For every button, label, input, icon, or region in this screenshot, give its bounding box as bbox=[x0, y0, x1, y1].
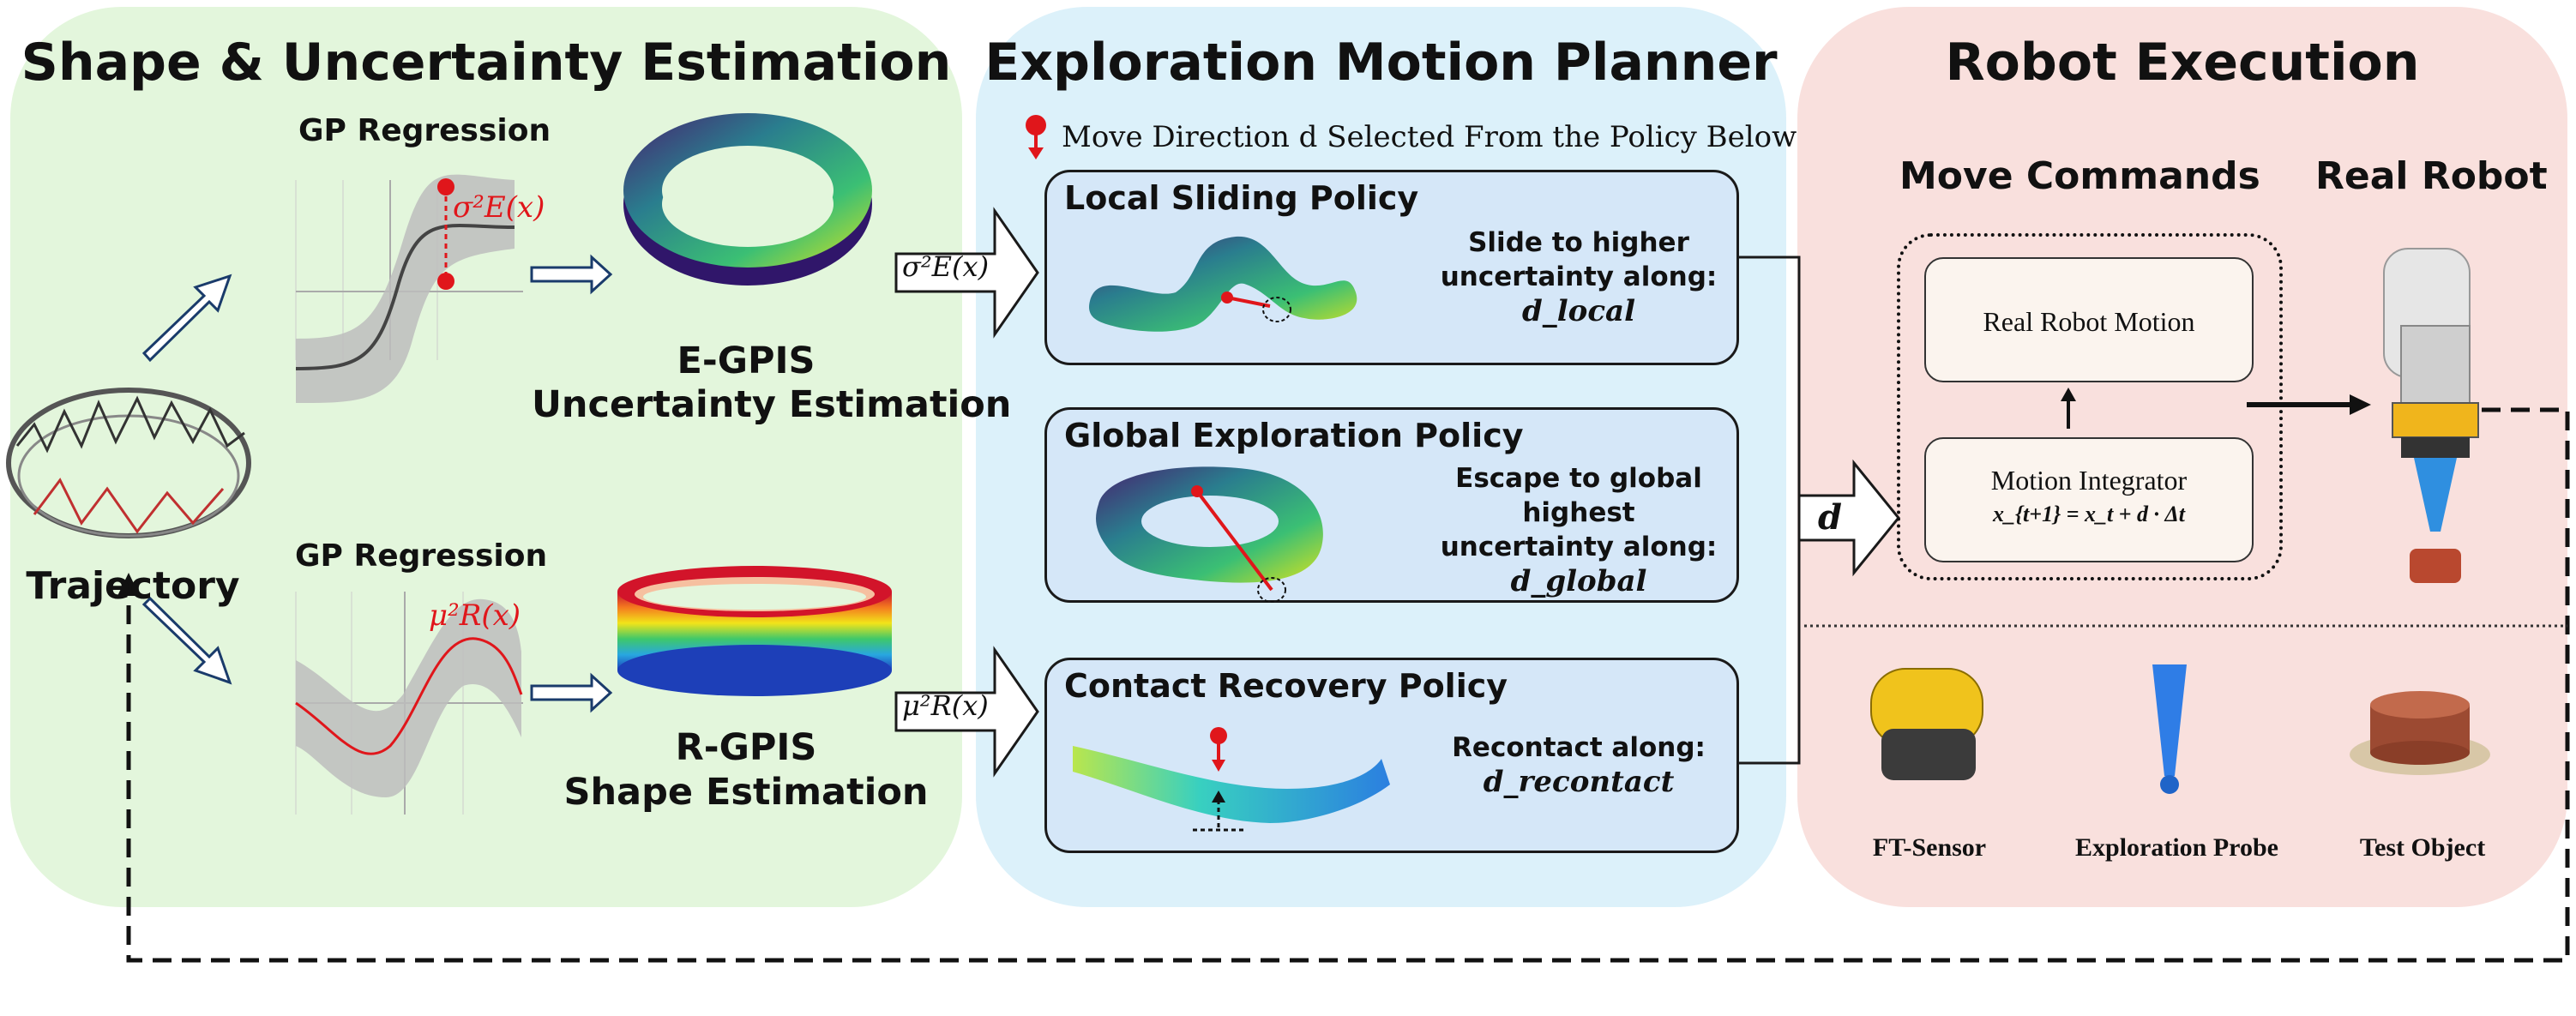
gp-regression-top-label: GP Regression bbox=[298, 113, 551, 148]
sigma-e-label: σ²E(x) bbox=[453, 190, 545, 225]
test-object-caption: Test Object bbox=[2359, 833, 2486, 862]
planner-panel-title: Exploration Motion Planner bbox=[984, 33, 1778, 93]
robot-panel-title: Robot Execution bbox=[1945, 33, 2420, 93]
exploration-probe-caption: Exploration Probe bbox=[2075, 833, 2278, 862]
mu-input-label: μ²R(x) bbox=[902, 689, 989, 722]
egpis-uncertainty-ring bbox=[623, 113, 872, 286]
d-recontact-var: d_recontact bbox=[1483, 765, 1675, 799]
gp-regression-top-plot bbox=[295, 174, 523, 403]
local-sliding-surface bbox=[1089, 236, 1357, 332]
global-exploration-policy-title: Global Exploration Policy bbox=[1064, 417, 1524, 454]
motion-integrator-box: Motion Integrator x_{t+1} = x_t + d · Δt bbox=[1924, 437, 2254, 562]
motion-integrator-formula: x_{t+1} = x_t + d · Δt bbox=[1992, 502, 2186, 526]
rgpis-shape-ring bbox=[617, 566, 892, 696]
move-commands-label: Move Commands bbox=[1899, 154, 2260, 198]
local-sliding-policy-desc: Slide to higher uncertainty along: d_loc… bbox=[1433, 225, 1724, 328]
contact-recovery-policy-box: Contact Recovery Policy Recontact along:… bbox=[1044, 658, 1739, 853]
robot-arm-image bbox=[2383, 248, 2479, 583]
egpis-title: E-GPIS bbox=[677, 340, 816, 382]
contact-recovery-policy-title: Contact Recovery Policy bbox=[1064, 667, 1508, 705]
trajectory-ring-image bbox=[6, 388, 251, 538]
mu-r-label: μ²R(x) bbox=[429, 598, 521, 633]
red-pin-icon bbox=[1026, 115, 1046, 159]
contact-recovery-policy-desc: Recontact along: d_recontact bbox=[1433, 730, 1724, 799]
rgpis-title: R-GPIS bbox=[675, 726, 817, 769]
output-d-label: d bbox=[1818, 497, 1842, 538]
global-exploration-policy-box: Global Exploration Policy Escape to glob… bbox=[1044, 407, 1739, 603]
gp-regression-bottom-label: GP Regression bbox=[295, 538, 548, 574]
local-sliding-policy-title: Local Sliding Policy bbox=[1064, 179, 1419, 217]
test-object-image bbox=[2350, 691, 2490, 775]
egpis-subtitle: Uncertainty Estimation bbox=[532, 383, 1012, 426]
rgpis-subtitle: Shape Estimation bbox=[563, 771, 929, 814]
local-sliding-policy-box: Local Sliding Policy Slide to higher unc… bbox=[1044, 170, 1739, 365]
gp-regression-bottom-plot bbox=[295, 592, 523, 815]
global-exploration-policy-desc: Escape to global highest uncertainty alo… bbox=[1433, 461, 1724, 598]
d-global-var: d_global bbox=[1510, 564, 1647, 598]
real-robot-motion-box: Real Robot Motion bbox=[1924, 257, 2254, 382]
shape-panel-title: Shape & Uncertainty Estimation bbox=[21, 33, 952, 93]
trajectory-label: Trajectory bbox=[26, 564, 240, 608]
exploration-probe-image bbox=[2152, 664, 2187, 794]
contact-recovery-surface bbox=[1073, 727, 1390, 832]
motion-integrator-title: Motion Integrator bbox=[1990, 465, 2188, 496]
sigma-input-label: σ²E(x) bbox=[902, 250, 990, 283]
real-robot-label: Real Robot bbox=[2315, 154, 2548, 198]
d-local-var: d_local bbox=[1521, 294, 1635, 328]
global-exploration-surface bbox=[1096, 466, 1323, 603]
ft-sensor-caption: FT-Sensor bbox=[1872, 833, 1987, 862]
ft-sensor-image bbox=[1870, 668, 1983, 780]
planner-header-note: Move Direction d Selected From the Polic… bbox=[1062, 120, 1797, 154]
